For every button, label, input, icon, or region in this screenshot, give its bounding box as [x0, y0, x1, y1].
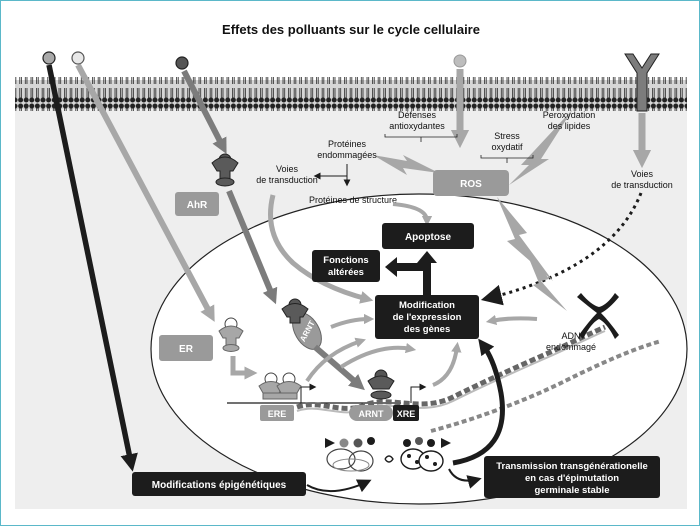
- transmission-box: [484, 456, 660, 498]
- stress-label: Stress: [494, 131, 520, 141]
- lightning-bolt-icon: [373, 109, 573, 311]
- apoptose-box: [382, 223, 474, 249]
- chromosome-icon: [577, 293, 619, 339]
- voies-transduction-left-label: Voies: [276, 164, 299, 174]
- arrow-ere-to-modification: [305, 337, 366, 383]
- modification-expression-box: [375, 295, 479, 339]
- ahr-receptor-icon: [211, 153, 239, 187]
- dotted-arrow-transduction: [480, 192, 643, 306]
- cell-membrane: [15, 77, 687, 111]
- arrow-chromatin-to-transmission: [448, 468, 482, 489]
- xre-promoter-arrow: [410, 383, 427, 403]
- nucleus: [150, 193, 688, 505]
- transmission-label-2: en cas d'épimutation: [525, 473, 619, 484]
- arrow-arnt-to-xre: [313, 344, 365, 391]
- er-receptor-icon: [218, 317, 244, 352]
- transmission-label-3: germinale stable: [535, 485, 610, 496]
- peroxydation-label-2: des lipides: [548, 121, 591, 131]
- arrow-to-ahr: [181, 69, 227, 154]
- modification-label-2: de l'expression: [393, 312, 462, 323]
- arrow-ahr-to-arnt: [226, 189, 278, 305]
- voies-transduction-left-label-2: de transduction: [256, 175, 318, 185]
- modifications-epigenetiques-label: Modifications épigénétiques: [152, 480, 287, 491]
- defenses-bracket: [384, 134, 458, 142]
- defenses-label-2: antioxydantes: [389, 121, 445, 131]
- xre-label: XRE: [397, 409, 416, 419]
- arrow-to-epigenetic: [46, 64, 138, 472]
- arnt-dna-label: ARNT: [359, 409, 384, 419]
- arrow-er-to-ere: [230, 356, 258, 380]
- ahr-arnt-receptor-icon: [281, 298, 309, 324]
- arrow-arnt-to-modification: [330, 313, 375, 329]
- dna-helix-icon: [227, 324, 662, 433]
- receptor-icon: [624, 53, 660, 112]
- stress-label-2: oxydatif: [491, 142, 523, 152]
- nucleosome-icon: [325, 437, 451, 472]
- arrow-chromatin-to-modification: [452, 338, 505, 466]
- stress-bracket: [480, 155, 534, 163]
- arrow-epigenetic-to-chromatin: [306, 479, 372, 493]
- arrow-structure-to-apoptose: [392, 202, 433, 227]
- peroxydation-label: Peroxydation: [543, 110, 596, 120]
- arrow-adn-to-modification: [485, 314, 538, 326]
- voies-transduction-right-label-2: de transduction: [611, 180, 673, 190]
- adn-label-2: endommagé: [546, 342, 596, 352]
- ere-box: [260, 405, 294, 421]
- ros-label: ROS: [460, 179, 482, 190]
- voies-transduction-right-label: Voies: [631, 169, 654, 179]
- defenses-label: Défenses: [398, 110, 437, 120]
- arrow-xre-to-modification: [432, 341, 462, 387]
- fonctions-label: Fonctions: [323, 255, 368, 266]
- modifications-epigenetiques-box: [132, 472, 306, 496]
- proteines-endommagees-label-2: endommagées: [317, 150, 377, 160]
- ahr-box: [175, 192, 219, 216]
- xre-box: [393, 405, 419, 421]
- proteines-structure-label: Protéines de structure: [309, 195, 397, 205]
- figure-title: Effets des polluants sur le cycle cellul…: [222, 22, 480, 37]
- ere-dimer-icon: [258, 372, 302, 400]
- modification-label: Modification: [399, 300, 455, 311]
- er-label: ER: [179, 344, 194, 355]
- modification-output-arrows: [385, 251, 437, 295]
- adn-label: ADN: [561, 331, 580, 341]
- xre-receptor-icon: [367, 369, 395, 400]
- er-box: [159, 335, 213, 361]
- ahr-label: AhR: [187, 200, 208, 211]
- ere-label: ERE: [268, 409, 287, 419]
- proteines-endommagees-label: Protéines: [328, 139, 367, 149]
- arrow-to-er: [75, 63, 215, 322]
- transmission-label: Transmission transgénérationelle: [496, 461, 648, 472]
- fonctions-alterees-box: [312, 250, 380, 282]
- ligand-icon: [42, 51, 467, 70]
- arrow-dna-to-modification: [339, 342, 417, 369]
- fonctions-label-2: altérées: [328, 267, 364, 278]
- ros-box: [433, 170, 509, 196]
- arrow-voies-to-modification: [268, 194, 374, 304]
- modification-label-3: des gènes: [404, 324, 450, 335]
- apoptose-label: Apoptose: [405, 232, 452, 243]
- arnt-dna-box: [349, 405, 393, 421]
